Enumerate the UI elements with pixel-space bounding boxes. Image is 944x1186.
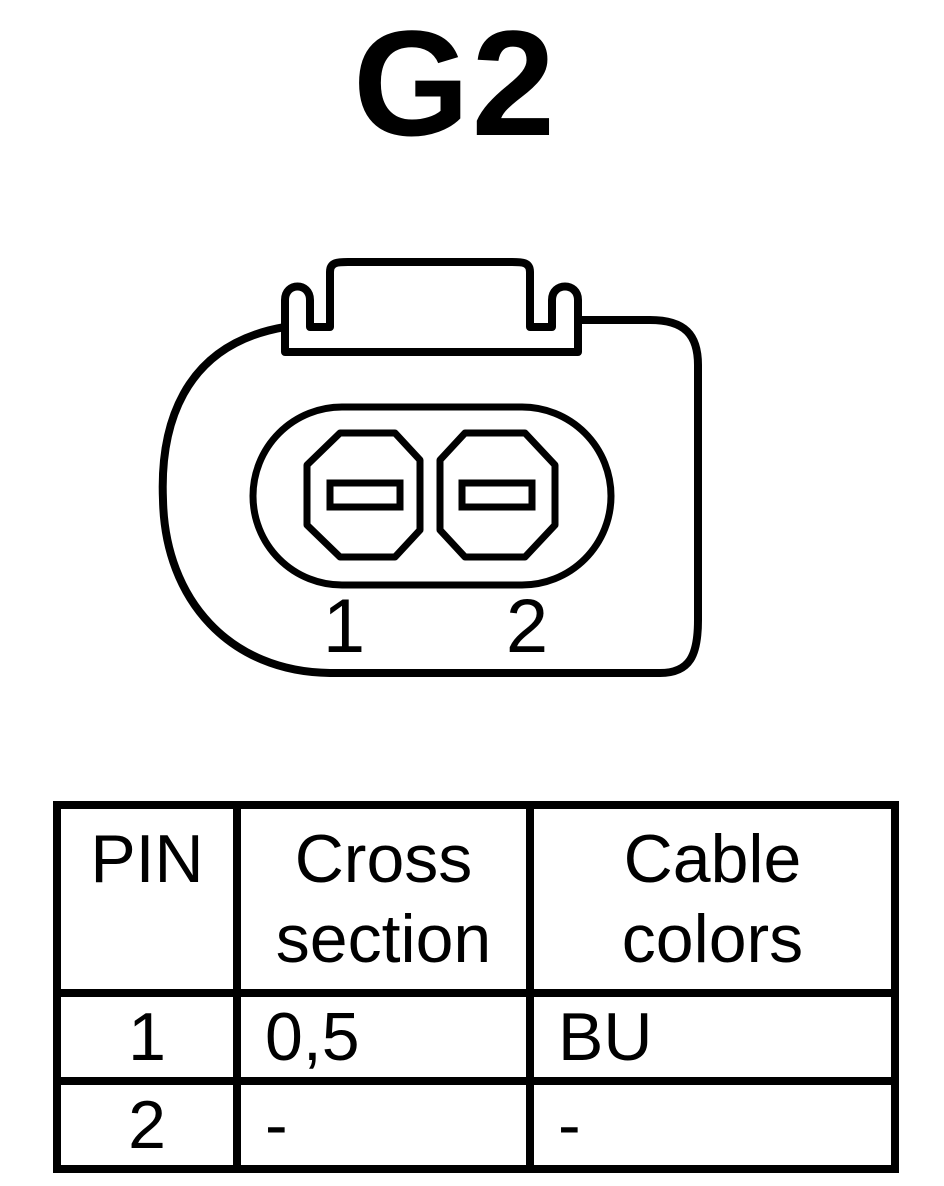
pin-socket: [249, 403, 615, 589]
header-pin-label: PIN: [90, 821, 204, 897]
pin-1-label: 1: [323, 584, 365, 669]
header-cross-section-line1: Cross: [294, 821, 473, 897]
pin-1-terminal: [326, 479, 404, 511]
pin-2-terminal: [458, 479, 536, 511]
row-1-pin: 1: [53, 989, 241, 1085]
row-2-pin: 2: [53, 1077, 241, 1173]
table-header-row: PIN Cross section Cable colors: [53, 801, 899, 997]
pin-2-cavity: [436, 429, 559, 561]
header-cable-colors-line2: colors: [621, 901, 804, 977]
connector-title: G2: [352, 0, 558, 167]
header-pin: PIN: [53, 801, 241, 997]
connector-diagram: 1 2: [158, 258, 702, 677]
connector-housing: [158, 316, 702, 677]
table-row: 1 0,5 BU: [53, 989, 899, 1085]
pin-2-label: 2: [506, 584, 548, 669]
table-row: 2 - -: [53, 1077, 899, 1173]
header-cross-section-line2: section: [275, 901, 492, 977]
row-2-cable-color: -: [526, 1077, 899, 1173]
connector-latch: [281, 258, 582, 356]
row-2-cross-section: -: [233, 1077, 534, 1173]
pin-assignment-table: PIN Cross section Cable colors 1 0,5 BU …: [53, 801, 899, 1173]
header-cable-colors: Cable colors: [526, 801, 899, 997]
row-1-cross-section: 0,5: [233, 989, 534, 1085]
pin-1-cavity: [303, 429, 424, 561]
row-1-cable-color: BU: [526, 989, 899, 1085]
header-cross-section: Cross section: [233, 801, 534, 997]
header-cable-colors-line1: Cable: [623, 821, 802, 897]
